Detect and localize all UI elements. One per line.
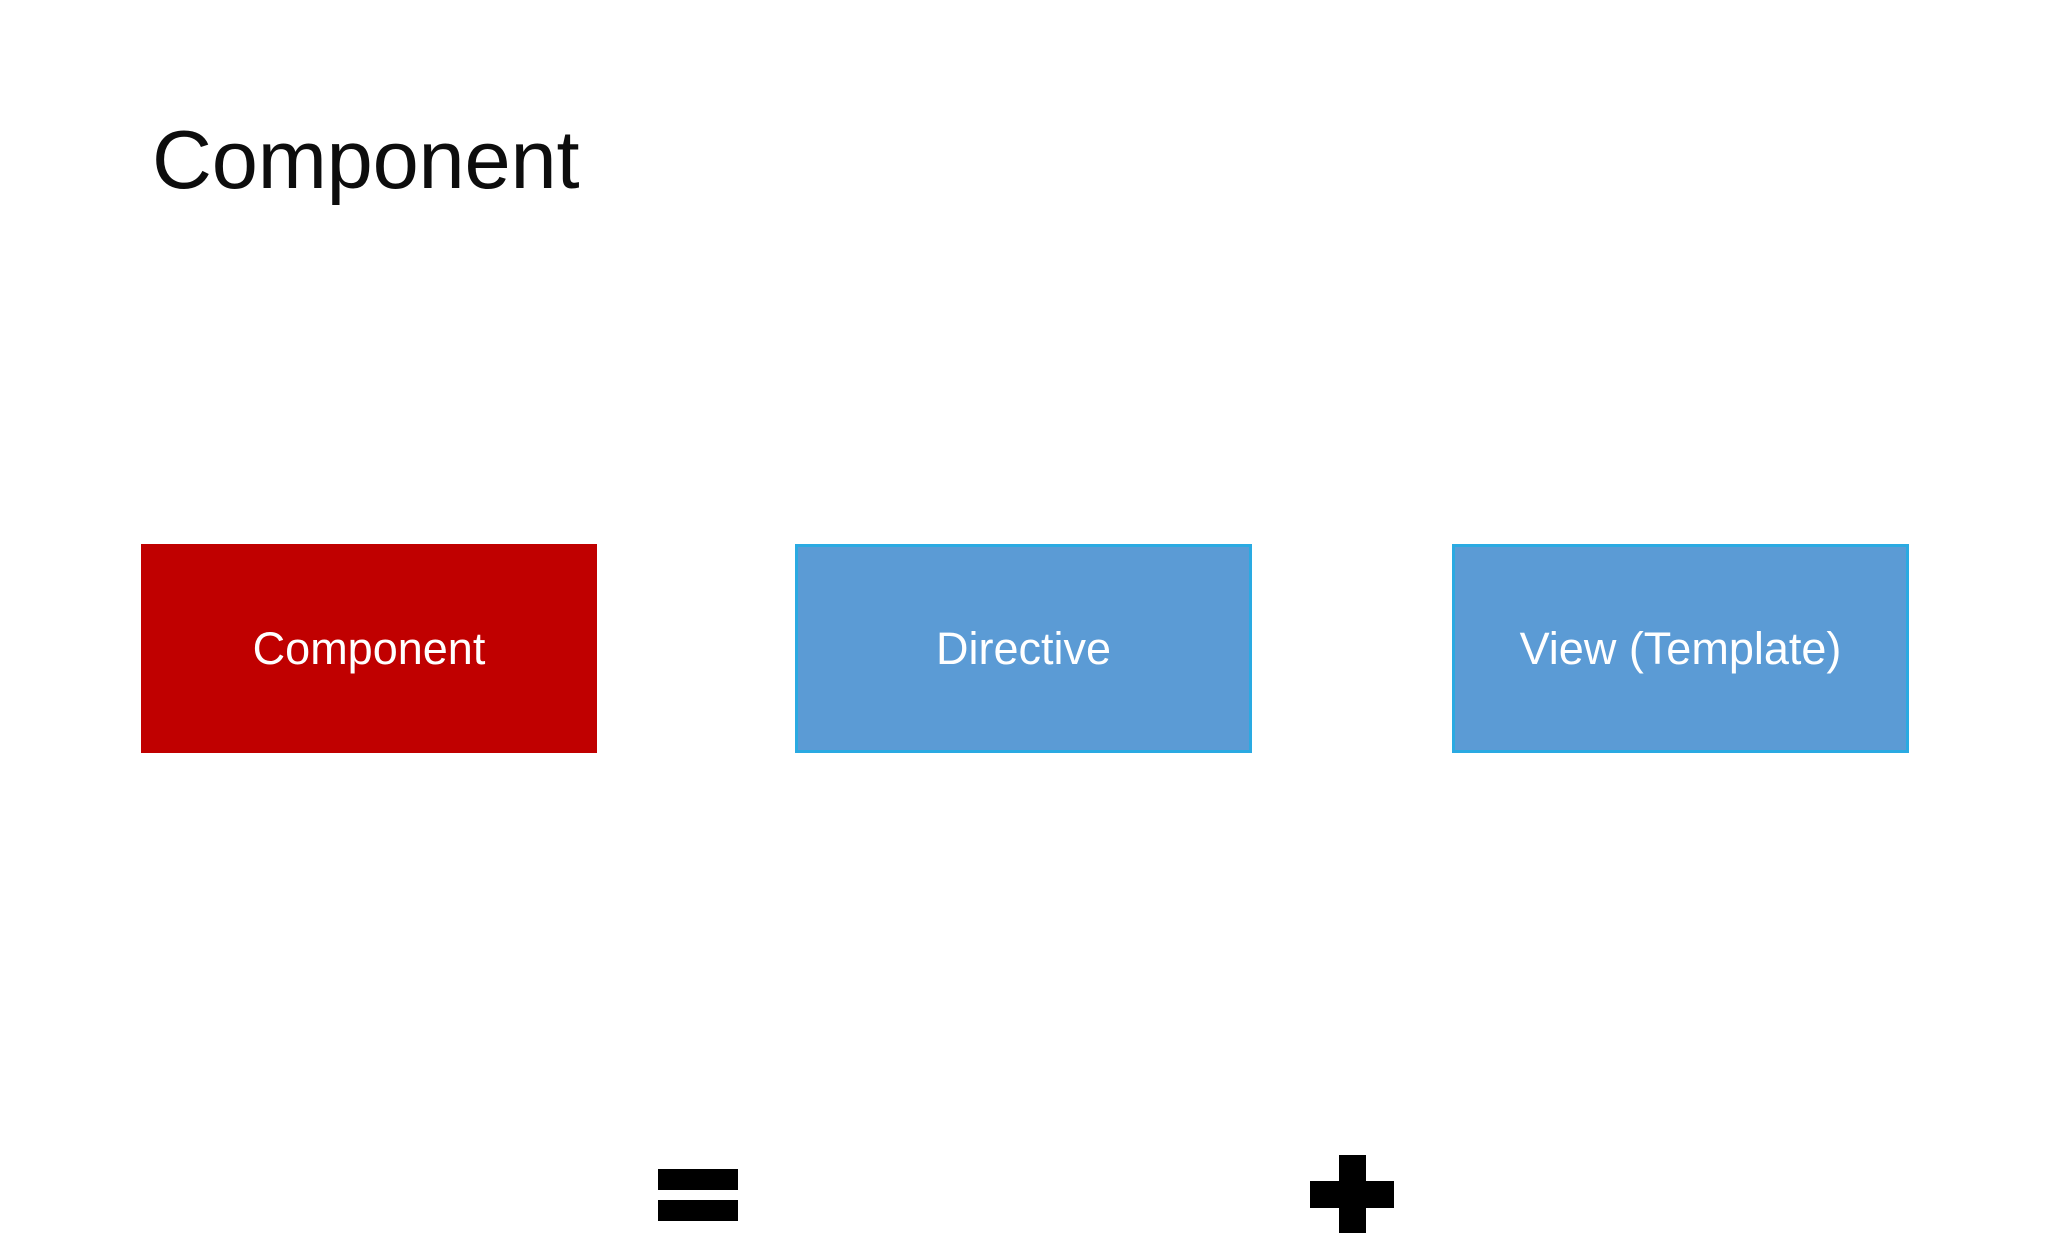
plus-bar-vertical (1339, 1155, 1366, 1233)
equals-bar-bottom (658, 1200, 738, 1221)
view-template-box[interactable]: View (Template) (1452, 544, 1909, 753)
view-template-box-label: View (Template) (1519, 622, 1842, 674)
page-title: Component (152, 113, 580, 206)
directive-box-label: Directive (935, 622, 1112, 674)
component-box-label: Component (252, 622, 486, 674)
plus-icon (1310, 1155, 1394, 1233)
equals-icon (658, 1169, 738, 1221)
slide-canvas: Component Component Directive View (Temp… (0, 113, 2048, 1233)
equation-diagram: Component Directive View (Template) (0, 544, 2048, 1233)
equals-bar-top (658, 1169, 738, 1190)
directive-box[interactable]: Directive (795, 544, 1252, 753)
component-box[interactable]: Component (141, 544, 597, 753)
